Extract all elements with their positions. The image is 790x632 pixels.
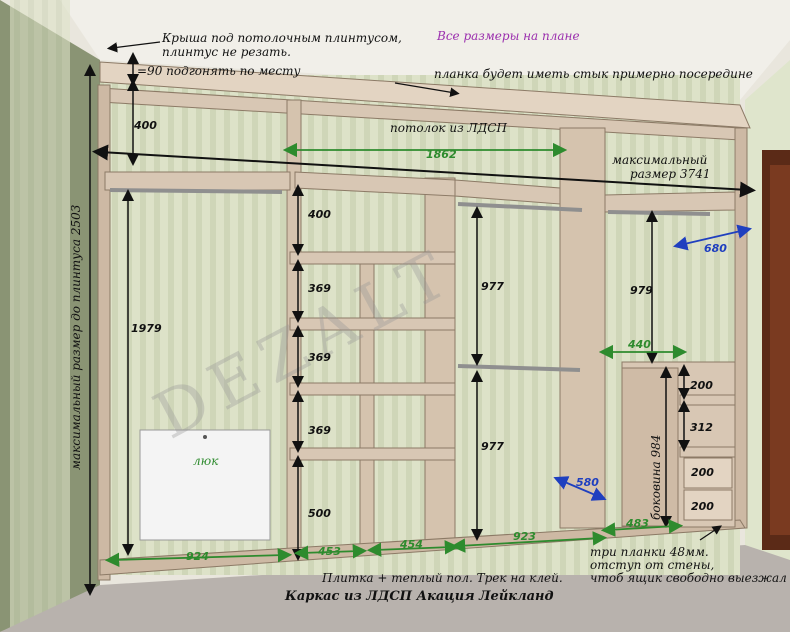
left-wall-stripes (10, 0, 70, 632)
shelf-far-right-top (604, 191, 736, 213)
floor-note: Плитка + теплый пол. Трек на клей. (321, 571, 563, 585)
hatch-screw (203, 435, 207, 439)
dim-483-line (600, 519, 684, 537)
cabinet-shelf-2 (679, 446, 736, 458)
cabinet-shelf-1 (679, 394, 736, 406)
door-panel (770, 165, 790, 535)
roof-pointer (106, 41, 161, 53)
right-side-panel (734, 127, 748, 529)
ceiling-note: потолок из ЛДСП (390, 121, 507, 135)
rail-left (109, 188, 283, 194)
adjust-note: =90 подгонять по месту (137, 64, 300, 78)
dim-500: 500 (308, 507, 331, 520)
partition-2 (424, 177, 456, 547)
dim-923: 923 (513, 530, 536, 543)
side-note: боковина 984 (649, 435, 663, 520)
drawer-2 (683, 489, 733, 521)
shelf-1 (289, 251, 456, 265)
dim-200a: 200 (690, 379, 713, 392)
roof-note-2: плинтус не резать. (162, 45, 291, 59)
planks-note-3: чтоб ящик свободно выезжал (590, 571, 787, 585)
shelf-3 (289, 382, 456, 396)
dim-680-line (672, 224, 753, 251)
left-side-panel (97, 84, 111, 581)
all-sizes-note: Все размеры на плане (436, 29, 580, 43)
dim-369a: 369 (308, 282, 331, 295)
dim-1979: 1979 (131, 322, 162, 335)
dim-453: 453 (317, 545, 341, 558)
dim-924-line (104, 548, 293, 567)
dim-924: 924 (186, 550, 209, 563)
dim-580: 580 (576, 476, 599, 489)
max-size-note-2: размер 3741 (630, 167, 710, 181)
dim-580-line (553, 476, 607, 501)
dim-483: 483 (625, 517, 649, 530)
plank-note: планка будет иметь стык примерно посеред… (434, 67, 753, 81)
shelf-left-top (104, 171, 291, 191)
hatch-label: люк (193, 454, 219, 468)
dim-400-top: 400 (133, 119, 157, 132)
dim-454-line (366, 540, 460, 557)
roof-plank (99, 61, 751, 129)
max-height-note: максимальный размер до плинтуса 2503 (69, 204, 83, 470)
roof-note: Крыша под потолочным плинтусом, (161, 31, 402, 45)
shelf-4 (289, 447, 456, 461)
shelf-2 (289, 317, 456, 331)
dim-923-line (450, 531, 608, 553)
planks-pointer (699, 525, 722, 541)
rail-right-top (457, 202, 583, 212)
dim-453-line (293, 544, 368, 560)
partition-4 (559, 127, 606, 529)
planks-note-2: отступ от стены, (590, 558, 714, 572)
plank-pointer (394, 82, 460, 97)
planks-note: три планки 48мм. (590, 545, 709, 559)
drawer-1 (683, 457, 733, 489)
dim-977a: 977 (481, 280, 504, 293)
frame-caption: Каркас из ЛДСП Акация Лейкланд (284, 589, 554, 604)
dim-369c: 369 (308, 424, 331, 437)
dim-312: 312 (690, 421, 713, 434)
hatch (139, 429, 271, 541)
max-size-note: максимальный (612, 153, 707, 167)
dim-977b: 977 (481, 440, 504, 453)
dim-979: 979 (630, 284, 653, 297)
dim-200b: 200 (691, 466, 714, 479)
max-width-line (92, 144, 756, 198)
dim-454: 454 (399, 538, 423, 551)
rail-right-mid (457, 364, 581, 372)
rail-far-right (607, 210, 711, 216)
dim-680: 680 (704, 242, 727, 255)
dim-1862: 1862 (426, 148, 457, 161)
dim-200c: 200 (691, 500, 714, 513)
dim-369b: 369 (308, 351, 331, 364)
dim-440: 440 (627, 338, 651, 351)
dim-400-mid: 400 (307, 208, 331, 221)
